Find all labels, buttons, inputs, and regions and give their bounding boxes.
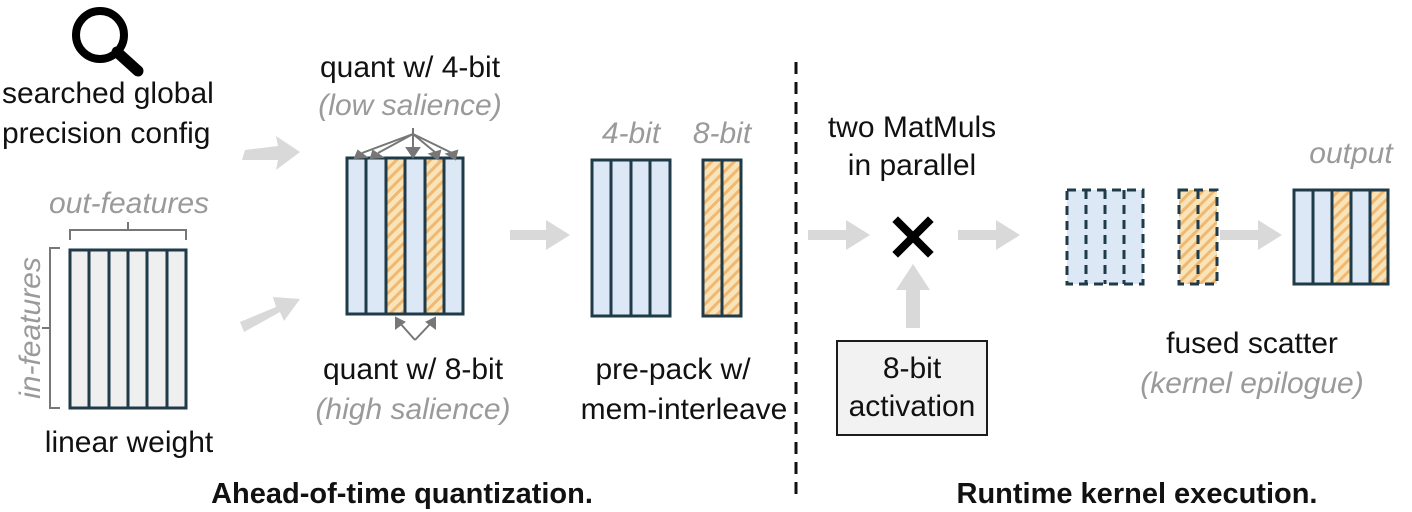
four-bit-selector-arrows xyxy=(353,128,459,161)
fused-scatter-label: fused scatter xyxy=(1166,327,1338,360)
quant-8bit-label: quant w/ 8-bit xyxy=(322,353,504,386)
quantized-weight-matrix xyxy=(345,156,465,316)
search-icon xyxy=(72,7,144,77)
in-features-brace xyxy=(42,247,60,409)
runtime-heading: Runtime kernel execution. xyxy=(956,478,1318,510)
out-features-brace xyxy=(69,222,187,240)
eight-bit-selector-arrows xyxy=(395,316,436,341)
arrow-quant-to-prepack xyxy=(510,220,570,250)
out-features-label: out-features xyxy=(48,187,210,220)
search-label-line2: precision config xyxy=(2,117,211,150)
matmul-label-line2: in parallel xyxy=(847,149,977,182)
arrow-matmul-to-results xyxy=(958,220,1020,250)
ahead-of-time-heading: Ahead-of-time quantization. xyxy=(211,478,593,510)
activation-label-line1: 8-bit xyxy=(882,352,942,385)
prepack-4bit-label: 4-bit xyxy=(601,117,661,150)
prepacked-4bit-matrix xyxy=(590,158,672,318)
prepack-caption-line2: mem-interleave xyxy=(580,393,788,426)
result-4bit-matrix xyxy=(1065,188,1145,286)
output-label: output xyxy=(1309,137,1393,170)
kernel-epilogue-label: (kernel epilogue) xyxy=(1140,367,1364,400)
multiply-icon xyxy=(892,216,934,258)
arrow-prepack-to-matmul xyxy=(808,220,870,250)
quant-8bit-sub: (high salience) xyxy=(315,393,511,426)
result-8bit-matrix xyxy=(1177,188,1219,286)
in-features-label: in-features xyxy=(14,257,47,399)
prepack-caption-line1: pre-pack w/ xyxy=(595,353,751,386)
quant-4bit-sub: (low salience) xyxy=(318,89,502,122)
arrow-config-to-quant xyxy=(242,136,300,170)
arrow-activation-to-matmul xyxy=(896,264,930,328)
search-label-line1: searched global xyxy=(2,77,214,110)
prepacked-8bit-matrix xyxy=(701,158,743,318)
arrow-weight-to-quant xyxy=(240,297,300,332)
arrow-results-to-output xyxy=(1220,220,1282,250)
prepack-8bit-label: 8-bit xyxy=(692,117,752,150)
matmul-label-line1: two MatMuls xyxy=(827,111,997,144)
output-matrix xyxy=(1292,188,1390,286)
linear-weight-matrix xyxy=(68,248,188,410)
activation-box: 8-bit activation xyxy=(836,340,988,436)
activation-label-line2: activation xyxy=(848,390,976,423)
linear-weight-label: linear weight xyxy=(44,426,214,459)
quant-4bit-label: quant w/ 4-bit xyxy=(319,51,501,84)
